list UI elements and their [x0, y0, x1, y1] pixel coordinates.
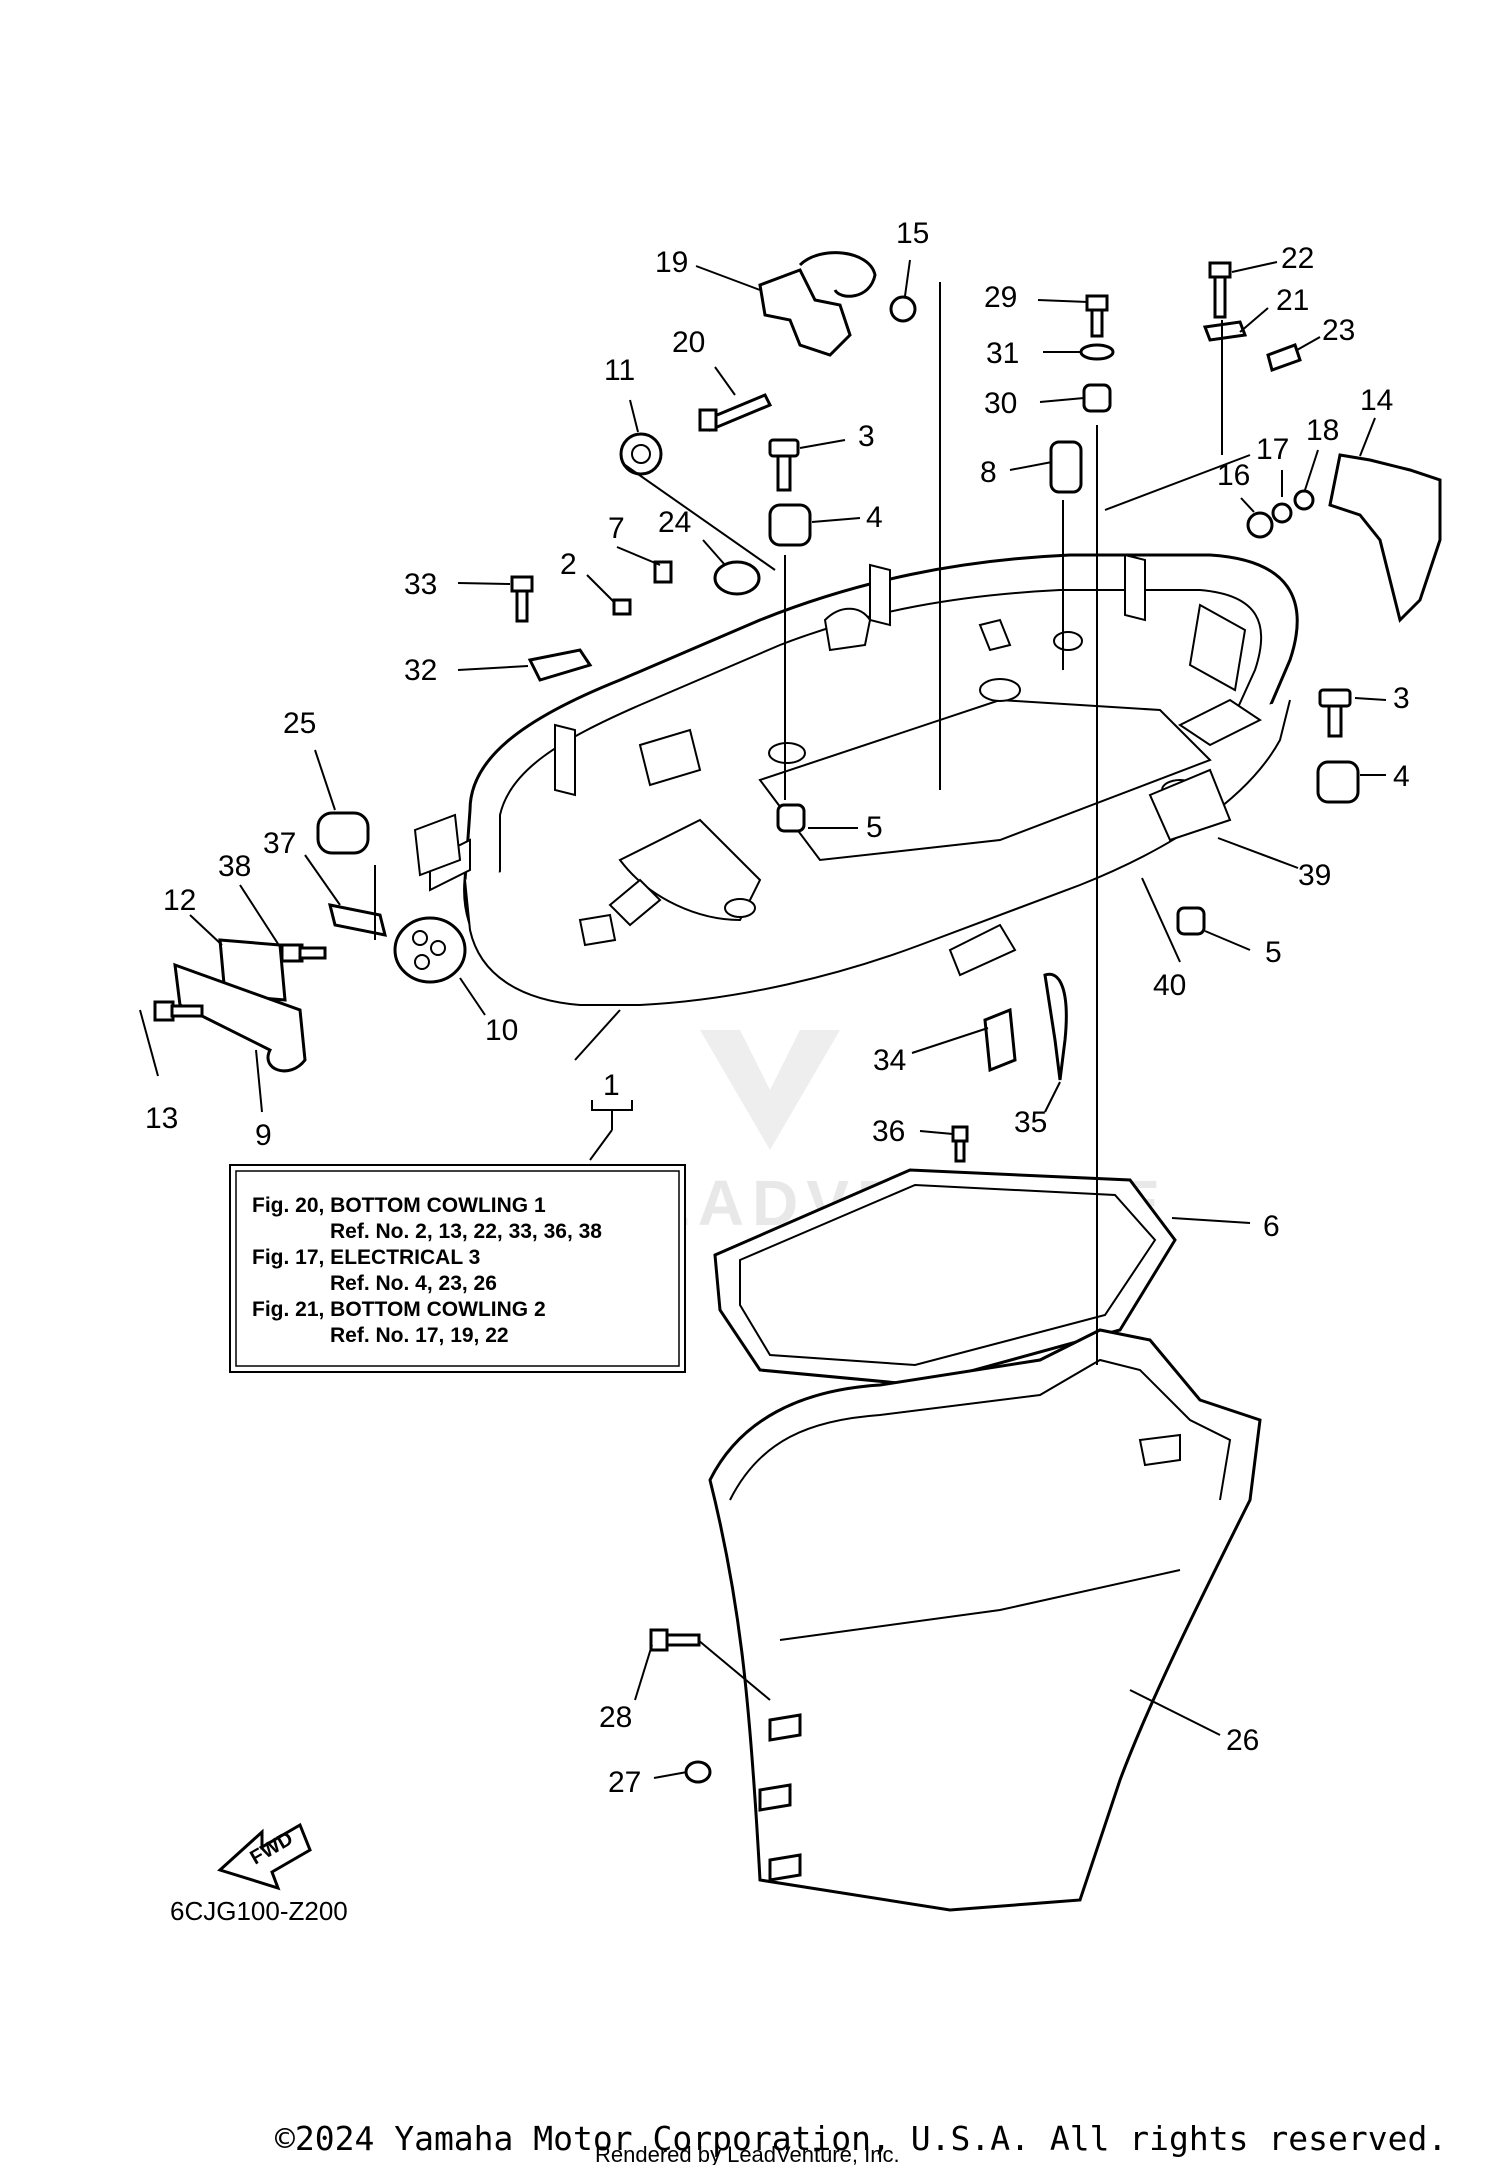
ref-line-5: Fig. 21, BOTTOM COWLING 2 — [252, 1298, 546, 1321]
callout-22: 22 — [1281, 242, 1314, 275]
leader-lines — [139, 259, 1387, 1779]
callout-19: 19 — [655, 246, 688, 279]
callout-5b: 5 — [1265, 936, 1282, 969]
callout-17: 17 — [1256, 433, 1289, 466]
callout-6: 6 — [1263, 1210, 1280, 1243]
callout-33: 33 — [404, 568, 437, 601]
callout-34: 34 — [873, 1044, 906, 1077]
callout-9: 9 — [255, 1119, 272, 1152]
bottom-cowling-tray — [413, 553, 1299, 1006]
callout-11: 11 — [604, 354, 635, 387]
callouts: 1 2 3 3 4 4 5 5 6 7 8 9 10 11 12 13 14 1… — [145, 217, 1410, 1799]
callout-4b: 4 — [1393, 760, 1410, 793]
rendered-by: Rendered by LeadVenture, Inc. — [595, 2142, 900, 2165]
callout-32: 32 — [404, 654, 437, 687]
callout-39: 39 — [1298, 859, 1331, 892]
ref-line-3: Fig. 17, ELECTRICAL 3 — [252, 1246, 480, 1269]
callout-23: 23 — [1322, 314, 1355, 347]
callout-28: 28 — [599, 1701, 632, 1734]
ref-line-6: Ref. No. 17, 19, 22 — [330, 1324, 509, 1347]
callout-10: 10 — [485, 1014, 518, 1047]
callout-3a: 3 — [858, 420, 875, 453]
callout-37: 37 — [263, 827, 296, 860]
callout-7: 7 — [608, 512, 625, 545]
callout-40: 40 — [1153, 969, 1186, 1002]
callout-36: 36 — [872, 1115, 905, 1148]
callout-14: 14 — [1360, 384, 1393, 417]
callout-21: 21 — [1276, 284, 1309, 317]
callout-35: 35 — [1014, 1106, 1047, 1139]
diagram-code: 6CJG100-Z200 — [170, 1896, 348, 1926]
callout-8: 8 — [980, 456, 997, 489]
callout-24: 24 — [658, 506, 691, 539]
callout-1: 1 — [603, 1069, 620, 1102]
callout-29: 29 — [984, 281, 1017, 314]
callout-18: 18 — [1306, 414, 1339, 447]
callout-20: 20 — [672, 326, 705, 359]
callout-31: 31 — [986, 337, 1019, 370]
callout-25: 25 — [283, 707, 316, 740]
callout-4a: 4 — [866, 501, 883, 534]
small-parts: FWD — [153, 251, 1442, 1912]
ref-line-1: Fig. 20, BOTTOM COWLING 1 — [252, 1194, 546, 1217]
callout-13: 13 — [145, 1102, 178, 1135]
callout-3b: 3 — [1393, 682, 1410, 715]
callout-27: 27 — [608, 1766, 641, 1799]
callout-2: 2 — [560, 548, 577, 581]
ref-line-4: Ref. No. 4, 23, 26 — [330, 1272, 497, 1295]
callout-30: 30 — [984, 387, 1017, 420]
callout-5a: 5 — [866, 811, 883, 844]
copyright: ©2024 Yamaha Motor Corporation, U.S.A. A… — [275, 2119, 1447, 2158]
ref-line-2: Ref. No. 2, 13, 22, 33, 36, 38 — [330, 1220, 602, 1243]
callout-26: 26 — [1226, 1724, 1259, 1757]
reference-box: Fig. 20, BOTTOM COWLING 1 Ref. No. 2, 13… — [229, 1164, 686, 1373]
callout-16: 16 — [1217, 459, 1250, 492]
callout-38: 38 — [218, 850, 251, 883]
callout-15: 15 — [896, 217, 929, 250]
callout-12: 12 — [163, 884, 196, 917]
